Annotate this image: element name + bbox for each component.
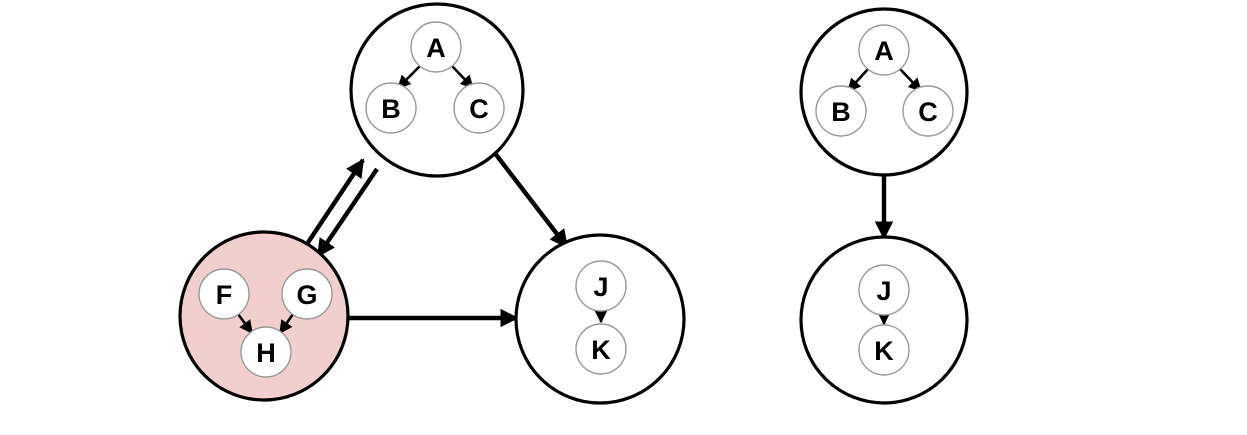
cluster-edge-abc-to-jk[interactable]: [492, 150, 569, 249]
node-j-label: J: [876, 276, 891, 306]
right-diagram: A B C J K: [799, 7, 969, 405]
cluster-edge-fgh-to-abc[interactable]: [301, 158, 365, 252]
cluster-abc-right[interactable]: A B C: [799, 7, 969, 177]
node-f-label: F: [216, 280, 233, 310]
cluster-fgh-left[interactable]: F G H: [178, 230, 350, 402]
node-b-label: B: [381, 94, 401, 124]
cluster-edge-abc-to-fgh[interactable]: [316, 167, 379, 258]
node-k-label: K: [591, 335, 611, 365]
node-k[interactable]: [858, 324, 910, 376]
node-k-label: K: [874, 336, 894, 366]
edge-a-to-b: [397, 65, 421, 89]
node-f[interactable]: [198, 268, 250, 320]
cluster-jk-right[interactable]: J K: [799, 235, 969, 405]
node-b[interactable]: [815, 85, 867, 137]
left-diagram: A B C F G H: [178, 2, 686, 405]
edge-a-to-b: [847, 68, 869, 93]
cluster-abc-left[interactable]: A B C: [349, 2, 525, 178]
node-a-label: A: [426, 33, 446, 63]
node-h[interactable]: [240, 326, 292, 378]
left-cluster-edges: [301, 150, 569, 328]
node-a[interactable]: [858, 24, 910, 76]
node-c[interactable]: [453, 82, 505, 134]
node-j-label: J: [593, 272, 608, 302]
node-c-label: C: [918, 97, 938, 127]
node-a[interactable]: [410, 21, 462, 73]
node-k[interactable]: [575, 323, 627, 375]
edge-a-to-c: [899, 68, 922, 92]
node-c[interactable]: [902, 85, 954, 137]
node-b-label: B: [831, 97, 851, 127]
node-a-label: A: [874, 36, 894, 66]
node-b[interactable]: [365, 82, 417, 134]
cluster-jk-left[interactable]: J K: [514, 233, 686, 405]
node-j[interactable]: [575, 260, 627, 312]
edge-g-to-h: [278, 313, 295, 335]
node-g-label: G: [296, 280, 317, 310]
node-c-label: C: [469, 94, 489, 124]
node-j[interactable]: [858, 264, 910, 316]
edge-f-to-h: [236, 313, 254, 335]
node-h-label: H: [256, 338, 276, 368]
node-g[interactable]: [281, 268, 333, 320]
